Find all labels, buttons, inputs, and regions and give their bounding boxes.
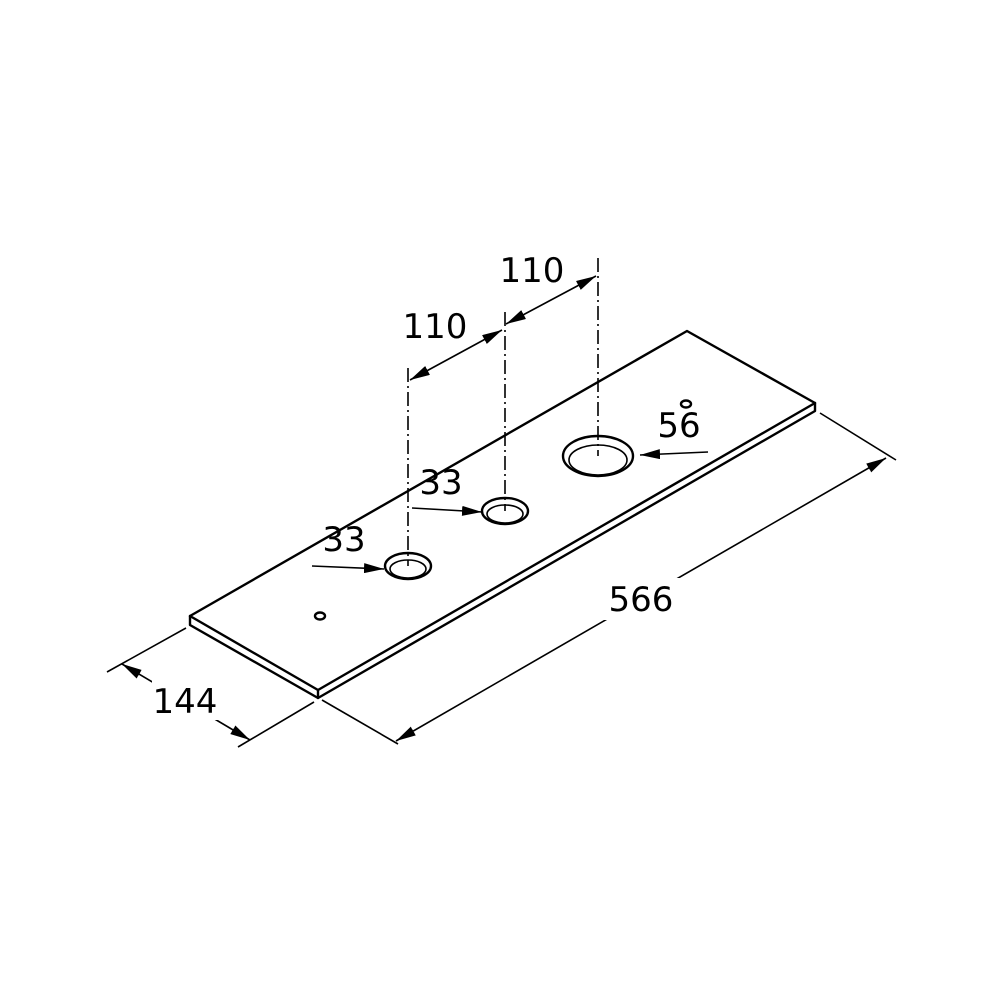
plate xyxy=(188,329,817,700)
dimension-spacing-2: 110 xyxy=(500,251,597,325)
hole-small-2-label: 33 xyxy=(419,463,462,503)
hole-large-label: 56 xyxy=(657,406,700,446)
width-label: 144 xyxy=(153,682,218,722)
dimension-width: 144 xyxy=(106,627,315,748)
plate-top-face xyxy=(188,329,817,692)
hole-small-1-label: 33 xyxy=(322,520,365,560)
length-label: 566 xyxy=(609,580,674,620)
spacing-2-label: 110 xyxy=(500,251,565,291)
dimension-hole-small-1: 33 xyxy=(311,520,385,574)
dimension-spacing-1: 110 xyxy=(403,307,503,381)
spacing-1-label: 110 xyxy=(403,307,468,347)
pin-hole-left xyxy=(313,611,327,621)
pin-hole-right xyxy=(679,399,693,409)
dimension-hole-small-2: 33 xyxy=(411,463,483,516)
dimension-hole-large: 56 xyxy=(639,406,709,460)
center-lines xyxy=(407,258,599,566)
plate-front-edge xyxy=(188,401,817,700)
dimension-length: 566 xyxy=(321,412,897,745)
